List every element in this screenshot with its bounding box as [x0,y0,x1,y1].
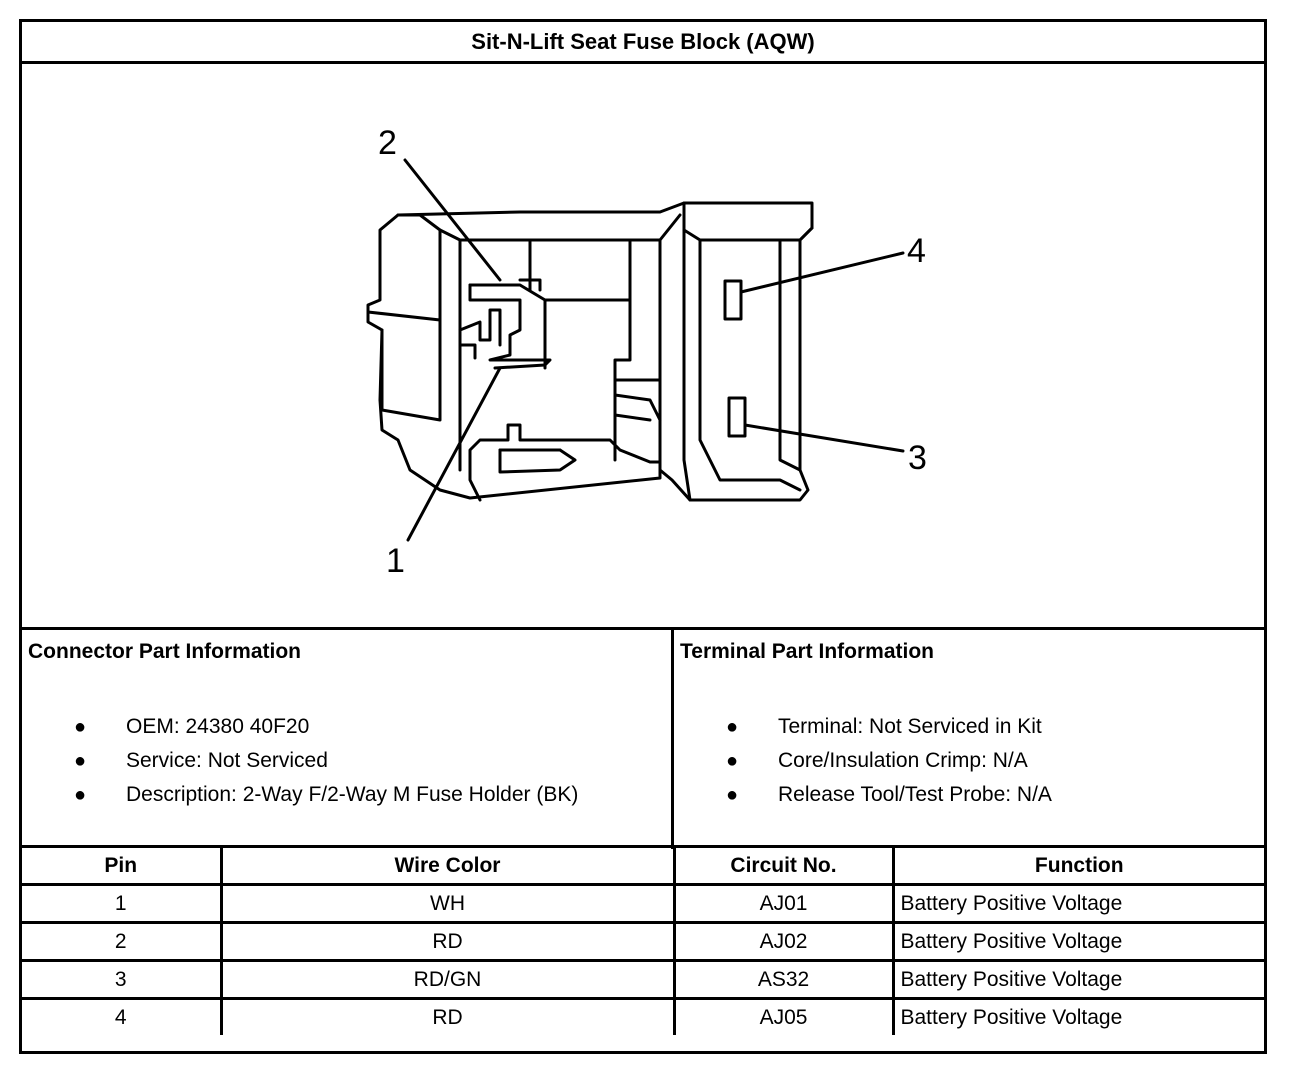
connector-illustration: 2 1 4 3 [366,124,927,580]
callout-1: 1 [386,542,405,580]
terminal-info-item: ● Terminal: Not Serviced in Kit [726,710,1052,744]
table-row: 1 WH AJ01 Battery Positive Voltage [22,883,1264,924]
document-frame: Sit-N-Lift Seat Fuse Block (AQW) [19,19,1267,1054]
table-row: 2 RD AJ02 Battery Positive Voltage [22,921,1264,962]
connector-part-information: Connector Part Information ● OEM: 24380 4… [22,627,674,849]
pin-table: Pin Wire Color Circuit No. Function 1 WH… [22,845,1264,1035]
terminal-info-item: ● Release Tool/Test Probe: N/A [726,778,1052,812]
connector-info-text: Description: 2-Way F/2-Way M Fuse Holder… [126,783,579,806]
cell-wire-color: RD [219,921,676,962]
bullet-icon: ● [74,784,87,806]
terminal-part-information: Terminal Part Information ● Terminal: Not… [674,627,1264,849]
cell-wire-color: RD/GN [219,959,676,1000]
terminal-info-text: Terminal: Not Serviced in Kit [778,715,1042,738]
cell-circuit-no: AJ02 [672,921,895,962]
cell-pin: 4 [22,997,223,1035]
terminal-info-list: ● Terminal: Not Serviced in Kit ● Core/Ins… [726,710,1052,812]
cell-function: Battery Positive Voltage [891,921,1264,962]
cell-circuit-no: AJ01 [672,883,895,924]
cell-function: Battery Positive Voltage [891,959,1264,1000]
connector-info-item: ● OEM: 24380 40F20 [74,710,578,744]
callout-2: 2 [378,124,397,162]
terminal-info-text: Release Tool/Test Probe: N/A [778,783,1052,806]
connector-info-heading: Connector Part Information [28,640,302,663]
cell-function: Battery Positive Voltage [891,883,1264,924]
connector-info-list: ● OEM: 24380 40F20 ● Service: Not Serviced… [74,710,578,812]
bullet-icon: ● [726,784,739,806]
cell-function: Battery Positive Voltage [891,997,1264,1035]
header-circuit-no: Circuit No. [672,845,895,886]
header-wire-color: Wire Color [219,845,676,886]
cell-wire-color: RD [219,997,676,1035]
bullet-icon: ● [74,716,87,738]
cell-circuit-no: AJ05 [672,997,895,1035]
table-row: 3 RD/GN AS32 Battery Positive Voltage [22,959,1264,1000]
bullet-icon: ● [726,716,739,738]
connector-info-item: ● Service: Not Serviced [74,744,578,778]
terminal-info-text: Core/Insulation Crimp: N/A [778,749,1028,772]
terminal-info-item: ● Core/Insulation Crimp: N/A [726,744,1052,778]
terminal-info-heading: Terminal Part Information [680,640,934,663]
bullet-icon: ● [74,750,87,772]
page-title: Sit-N-Lift Seat Fuse Block (AQW) [22,22,1264,64]
header-function: Function [891,845,1264,886]
table-header-row: Pin Wire Color Circuit No. Function [22,845,1264,886]
connector-info-text: OEM: 24380 40F20 [126,715,310,738]
connector-info-item: ● Description: 2-Way F/2-Way M Fuse Holde… [74,778,578,812]
cell-circuit-no: AS32 [672,959,895,1000]
bullet-icon: ● [726,750,739,772]
connector-info-text: Service: Not Serviced [126,749,328,772]
cell-pin: 1 [22,883,223,924]
callout-4: 4 [907,232,926,270]
cell-pin: 2 [22,921,223,962]
connector-drawing: 2 1 4 3 [22,64,1264,629]
callout-3: 3 [908,439,927,477]
table-row: 4 RD AJ05 Battery Positive Voltage [22,997,1264,1035]
cell-wire-color: WH [219,883,676,924]
cell-pin: 3 [22,959,223,1000]
header-pin: Pin [22,845,223,886]
